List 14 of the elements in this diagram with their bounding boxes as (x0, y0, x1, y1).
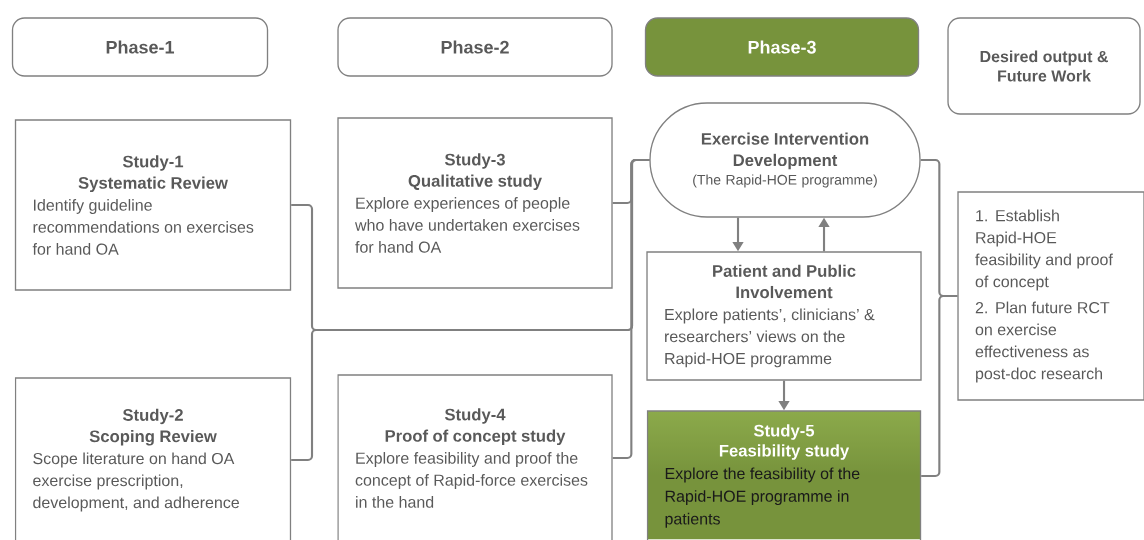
study-box: Study-2 Scoping Review Scope literature on hand OA exercise prescription, development, and adherence (14, 377, 292, 540)
output-box: 1. Establish Rapid-HOE feasibility and proof of concept 2. Plan future RCT on exercise effectiveness as post-doc research (957, 191, 1144, 401)
phase-header: Phase-1 (11, 17, 269, 77)
study-box: Study-4 Proof of concept study Explore feasibility and proof the concept of Rapid-force exercises in the hand (337, 374, 613, 540)
phase-header: Phase-2 (337, 17, 613, 77)
bracket-connector (921, 294, 958, 478)
phase-header: Phase-3 (644, 17, 920, 77)
study-box: Study-5 Feasibility study Explore the feasibility of the Rapid-HOE programme in patients (646, 410, 922, 540)
study-box: Study-3 Qualitative study Explore experiences of people who have undertaken exercises for hand OA (337, 117, 613, 289)
output-header: Desired output & Future Work (947, 17, 1141, 115)
study-box: Study-1 Systematic Review Identify guideline recommendations on exercises for hand OA (14, 119, 292, 291)
intervention-pill: Exercise Intervention Development (The Rapid-HOE programme) (649, 102, 921, 218)
involvement-box: Patient and Public Involvement Explore patients’, clinicians’ & researchers’ views on the Rapid-HOE programme (646, 251, 922, 381)
bracket-connector (612, 158, 650, 460)
